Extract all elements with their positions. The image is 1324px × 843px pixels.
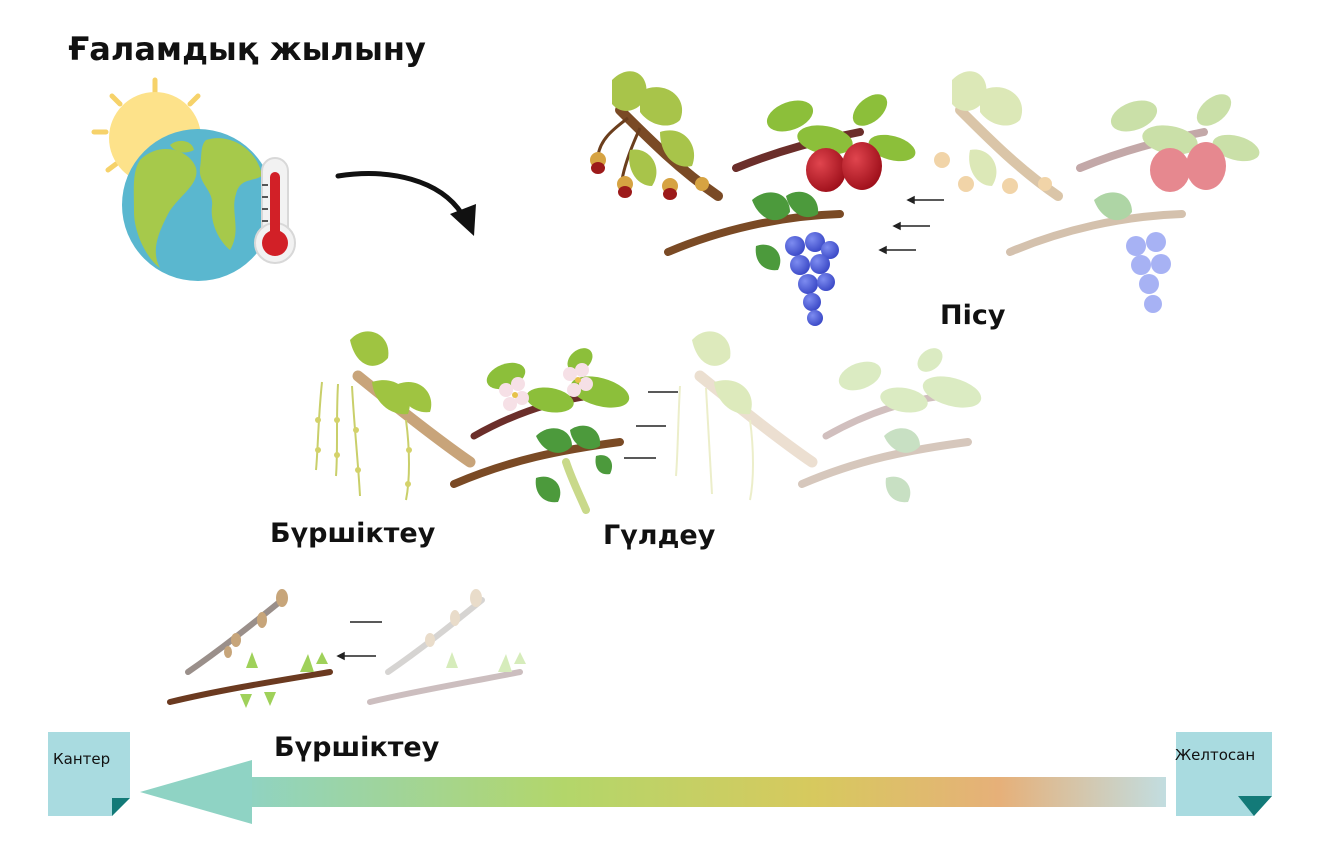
blossom-branch	[470, 348, 630, 440]
timeline-end-label: Желтосан	[1175, 746, 1256, 764]
timeline-arrow	[140, 760, 1166, 824]
timeline-start-label: Кантер	[53, 750, 111, 768]
page-title: Ғаламдық жылыну	[68, 30, 426, 68]
end-note	[1176, 732, 1272, 816]
stage-label-ripening: Пісу	[940, 300, 1006, 331]
shift-arrows-flowering	[624, 391, 678, 459]
blossom-branch-faded	[822, 348, 982, 440]
berry-branch-faded	[1076, 94, 1260, 192]
oak-acorn-branch	[590, 71, 723, 201]
thermometer-icon	[254, 157, 296, 264]
grape-flower-branch	[450, 425, 624, 514]
grape-branch-faded	[1006, 192, 1186, 313]
berry-branch	[732, 94, 916, 192]
oak-catkin-branch-faded	[675, 331, 818, 501]
grape-branch	[664, 191, 844, 326]
grape-flower-branch-faded	[798, 428, 972, 503]
stage-label-flowering: Гүлдеу	[603, 520, 716, 551]
bud-twigs	[167, 589, 333, 708]
bud-twigs-faded	[367, 589, 526, 705]
oak-acorn-branch-faded	[934, 71, 1063, 201]
oak-catkin-branch	[315, 331, 476, 501]
stage-label-leafing: Бүршіктеу	[270, 518, 436, 549]
shift-arrows-ripening	[878, 195, 944, 255]
shift-arrows-budding	[336, 621, 382, 661]
stage-label-budding: Бүршіктеу	[274, 732, 440, 763]
earth-icon	[122, 129, 274, 281]
curved-arrow-icon	[335, 171, 476, 236]
start-note	[48, 732, 130, 816]
